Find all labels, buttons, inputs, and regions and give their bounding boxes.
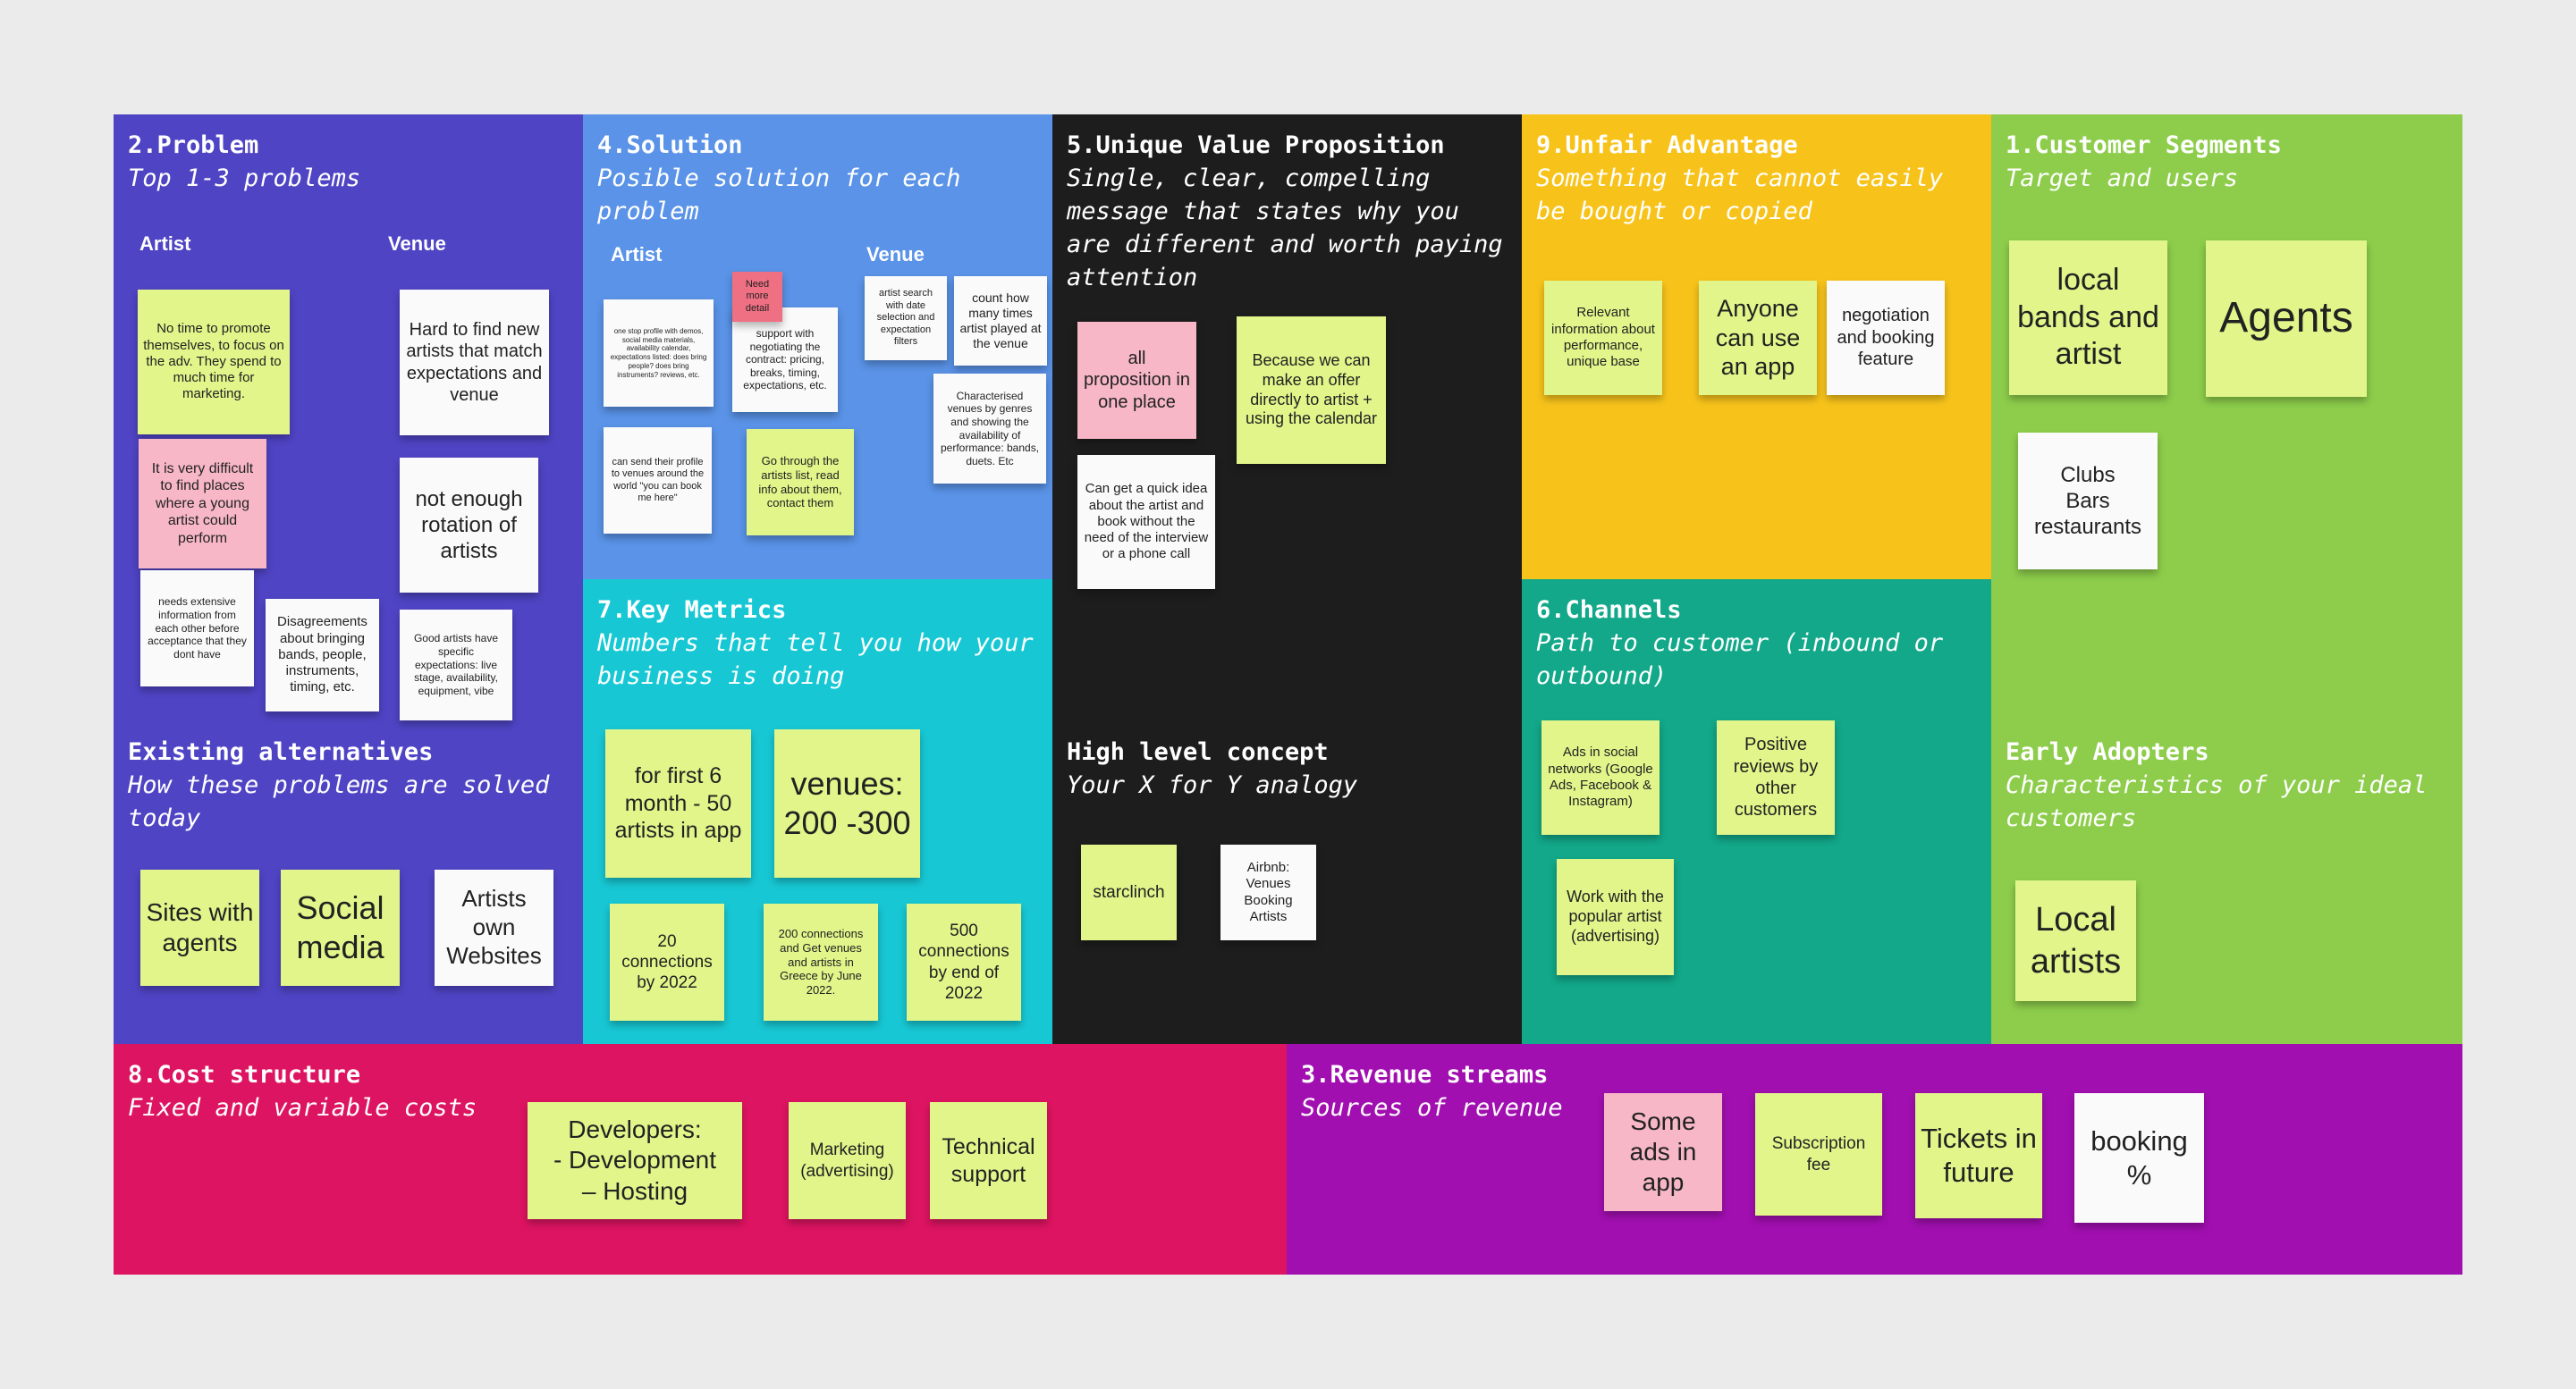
cost-structure-section: 8.Cost structure Fixed and variable cost…: [114, 1044, 1287, 1275]
concept-title: High level concept: [1067, 738, 1329, 766]
sticky-note[interactable]: 200 connections and Get venues and artis…: [764, 904, 878, 1021]
sticky-note[interactable]: Characterised venues by genres and showi…: [933, 374, 1046, 484]
sticky-note[interactable]: all proposition in one place: [1077, 322, 1196, 439]
sticky-note[interactable]: Disagreements about bringing bands, peop…: [266, 599, 379, 711]
metrics-subtitle: Numbers that tell you how your business …: [597, 629, 1034, 690]
channels-subtitle: Path to customer (inbound or outbound): [1536, 629, 1944, 690]
sticky-note[interactable]: Developers: - Development – Hosting: [528, 1102, 742, 1219]
sticky-note[interactable]: local bands and artist: [2009, 240, 2167, 395]
solution-subtitle: Posible solution for each problem: [597, 164, 961, 225]
sticky-note[interactable]: Ads in social networks (Google Ads, Face…: [1541, 720, 1660, 835]
sticky-note[interactable]: It is very difficult to find places wher…: [139, 439, 266, 568]
sticky-note[interactable]: Clubs Bars restaurants: [2018, 433, 2158, 569]
sticky-note[interactable]: Go through the artists list, read info a…: [747, 429, 854, 535]
concept-subtitle: Your X for Y analogy: [1067, 771, 1358, 799]
uvp-section: 5.Unique Value Proposition Single, clear…: [1052, 114, 1522, 1044]
sticky-note[interactable]: Relevant information about performance, …: [1544, 281, 1662, 395]
sticky-note[interactable]: count how many times artist played at th…: [954, 276, 1047, 366]
sticky-note[interactable]: Marketing (advertising): [789, 1102, 906, 1219]
sticky-note[interactable]: Social media: [281, 870, 400, 986]
solution-section: 4.Solution Posible solution for each pro…: [583, 114, 1052, 579]
sticky-note[interactable]: Artists own Websites: [435, 870, 553, 986]
sticky-note[interactable]: Good artists have specific expectations:…: [400, 610, 512, 720]
unfair-title: 9.Unfair Advantage: [1536, 131, 1798, 159]
sticky-note[interactable]: support with negotiating the contract: p…: [732, 307, 838, 412]
sticky-note[interactable]: negotiation and booking feature: [1827, 281, 1945, 395]
problem-artist-label: Artist: [139, 232, 191, 255]
sticky-note[interactable]: booking %: [2074, 1093, 2204, 1223]
problem-title: 2.Problem: [128, 131, 259, 159]
sticky-note[interactable]: Work with the popular artist (advertisin…: [1557, 859, 1674, 975]
sticky-note[interactable]: Agents: [2206, 240, 2367, 397]
solution-title: 4.Solution: [597, 131, 743, 159]
sticky-note[interactable]: Subscription fee: [1755, 1093, 1882, 1216]
adopters-title: Early Adopters: [2006, 738, 2209, 766]
cost-title: 8.Cost structure: [128, 1061, 361, 1089]
alternatives-subtitle: How these problems are solved today: [128, 771, 550, 832]
sticky-note[interactable]: venues: 200 -300: [774, 729, 920, 878]
adopters-subtitle: Characteristics of your ideal customers: [2006, 771, 2428, 832]
sticky-note[interactable]: Need more detail: [732, 272, 782, 322]
sticky-note[interactable]: needs extensive information from each ot…: [140, 570, 254, 686]
solution-artist-label: Artist: [611, 243, 663, 265]
cost-subtitle: Fixed and variable costs: [128, 1094, 477, 1122]
customer-segments-section: 1.Customer Segments Target and users loc…: [1991, 114, 2462, 1044]
sticky-note[interactable]: Some ads in app: [1604, 1093, 1722, 1211]
channels-section: 6.Channels Path to customer (inbound or …: [1522, 579, 1991, 1044]
sticky-note[interactable]: Because we can make an offer directly to…: [1237, 316, 1386, 464]
sticky-note[interactable]: artist search with date selection and ex…: [865, 276, 947, 360]
problem-section: 2.Problem Top 1-3 problems Artist Venue …: [114, 114, 583, 1044]
unfair-advantage-section: 9.Unfair Advantage Something that cannot…: [1522, 114, 1991, 579]
segments-title: 1.Customer Segments: [2006, 131, 2282, 159]
sticky-note[interactable]: 500 connections by end of 2022: [907, 904, 1021, 1021]
uvp-subtitle: Single, clear, compelling message that s…: [1067, 164, 1503, 291]
segments-subtitle: Target and users: [2006, 164, 2239, 192]
sticky-note[interactable]: starclinch: [1081, 845, 1177, 940]
problem-venue-label: Venue: [388, 232, 446, 255]
sticky-note[interactable]: Local artists: [2015, 880, 2136, 1001]
sticky-note[interactable]: Can get a quick idea about the artist an…: [1077, 455, 1215, 589]
revenue-title: 3.Revenue streams: [1301, 1061, 1549, 1089]
unfair-subtitle: Something that cannot easily be bought o…: [1536, 164, 1944, 225]
sticky-note[interactable]: Airbnb: Venues Booking Artists: [1220, 845, 1316, 940]
sticky-note[interactable]: Hard to find new artists that match expe…: [400, 290, 549, 435]
metrics-title: 7.Key Metrics: [597, 596, 787, 624]
sticky-note[interactable]: for first 6 month - 50 artists in app: [605, 729, 751, 878]
problem-subtitle: Top 1-3 problems: [128, 164, 361, 192]
solution-venue-label: Venue: [866, 243, 925, 265]
sticky-note[interactable]: not enough rotation of artists: [400, 458, 538, 593]
sticky-note[interactable]: Sites with agents: [140, 870, 259, 986]
alternatives-title: Existing alternatives: [128, 738, 434, 766]
sticky-note[interactable]: Technical support: [930, 1102, 1047, 1219]
sticky-note[interactable]: Tickets in future: [1915, 1093, 2042, 1218]
sticky-note[interactable]: Anyone can use an app: [1699, 281, 1817, 395]
revenue-subtitle: Sources of revenue: [1301, 1094, 1563, 1122]
lean-canvas-board: 2.Problem Top 1-3 problems Artist Venue …: [114, 114, 2462, 1275]
sticky-note[interactable]: Positive reviews by other customers: [1717, 720, 1835, 835]
sticky-note[interactable]: can send their profile to venues around …: [604, 427, 712, 534]
key-metrics-section: 7.Key Metrics Numbers that tell you how …: [583, 579, 1052, 1044]
revenue-streams-section: 3.Revenue streams Sources of revenue Som…: [1287, 1044, 2462, 1275]
sticky-note[interactable]: No time to promote themselves, to focus …: [138, 290, 290, 434]
channels-title: 6.Channels: [1536, 596, 1682, 624]
sticky-note[interactable]: one stop profile with demos, social medi…: [604, 299, 714, 407]
uvp-title: 5.Unique Value Proposition: [1067, 131, 1445, 159]
sticky-note[interactable]: 20 connections by 2022: [610, 904, 724, 1021]
